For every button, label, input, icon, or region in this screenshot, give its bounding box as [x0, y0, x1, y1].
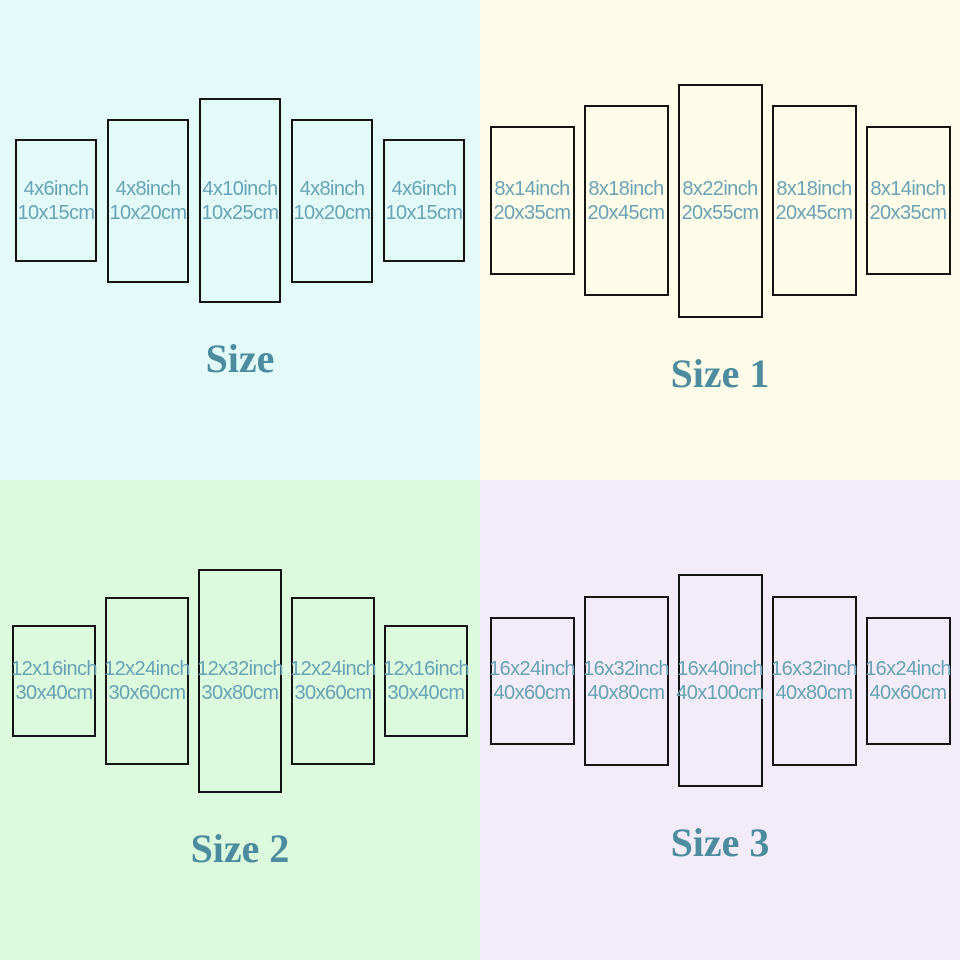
panel: 4x8inch 10x20cm	[291, 118, 373, 283]
quadrant-size-2: 12x16inch 30x40cm 12x24inch 30x60cm 12x3…	[0, 480, 480, 960]
panel-row: 8x14inch 20x35cm 8x18inch 20x45cm 8x22in…	[489, 83, 951, 318]
panel: 12x24inch 30x60cm	[104, 596, 191, 765]
panel-size-cm: 20x45cm	[587, 201, 666, 224]
panel-label: 8x14inch 20x35cm	[493, 177, 572, 225]
panel-label: 16x40inch 40x100cm	[676, 657, 764, 705]
panel-size-cm: 10x25cm	[201, 201, 280, 224]
panel-size-cm: 30x40cm	[387, 681, 466, 704]
panel-label: 12x24inch 30x60cm	[104, 657, 190, 705]
panel: 16x40inch 40x100cm	[676, 574, 764, 787]
panel-label: 8x22inch 20x55cm	[681, 177, 760, 225]
panel: 16x32inch 40x80cm	[771, 595, 858, 766]
panel-size-inch: 16x32inch	[583, 657, 669, 680]
panel-label: 16x32inch 40x80cm	[771, 657, 857, 705]
panel-label: 4x6inch 10x15cm	[385, 177, 464, 225]
panel-label: 4x8inch 10x20cm	[109, 177, 188, 225]
panel-size-cm: 40x60cm	[493, 681, 572, 704]
panel-size-inch: 8x18inch	[776, 177, 852, 200]
panel: 8x22inch 20x55cm	[677, 83, 763, 318]
panel-size-inch: 4x6inch	[23, 177, 89, 200]
panel: 8x14inch 20x35cm	[489, 126, 575, 275]
panel-size-cm: 40x80cm	[775, 681, 854, 704]
panel-label: 8x18inch 20x45cm	[775, 177, 854, 225]
panel: 12x24inch 30x60cm	[290, 596, 377, 765]
panel: 16x24inch 40x60cm	[865, 616, 952, 745]
panel-label: 12x16inch 30x40cm	[11, 657, 97, 705]
panel-size-inch: 16x24inch	[865, 657, 951, 680]
panel-size-cm: 20x35cm	[493, 201, 572, 224]
panel-label: 4x6inch 10x15cm	[17, 177, 96, 225]
panel-size-inch: 12x24inch	[104, 657, 190, 680]
quadrant-title: Size 1	[670, 350, 770, 396]
panel-size-cm: 40x80cm	[587, 681, 666, 704]
panel: 12x32inch 30x80cm	[197, 568, 284, 793]
panel-row: 16x24inch 40x60cm 16x32inch 40x80cm 16x4…	[489, 574, 952, 787]
panel-size-cm: 30x60cm	[108, 681, 187, 704]
panel-row: 4x6inch 10x15cm 4x8inch 10x20cm 4x10inch…	[15, 98, 465, 303]
panel-row: 12x16inch 30x40cm 12x24inch 30x60cm 12x3…	[11, 568, 470, 793]
panel: 8x14inch 20x35cm	[865, 126, 951, 275]
panel-label: 8x14inch 20x35cm	[869, 177, 948, 225]
panel: 4x6inch 10x15cm	[383, 139, 465, 262]
panel-size-cm: 10x15cm	[385, 201, 464, 224]
panel: 4x10inch 10x25cm	[199, 98, 281, 303]
panel-size-inch: 16x24inch	[489, 657, 575, 680]
panel-size-cm: 20x45cm	[775, 201, 854, 224]
panel-size-inch: 16x40inch	[677, 657, 763, 680]
panel-size-cm: 30x80cm	[201, 681, 280, 704]
quadrant-title: Size 3	[670, 820, 770, 865]
panel-size-inch: 12x16inch	[11, 657, 97, 680]
panel-size-cm: 20x35cm	[869, 201, 948, 224]
panel-size-cm: 40x60cm	[869, 681, 948, 704]
panel: 12x16inch 30x40cm	[383, 624, 470, 737]
quadrant-size-1: 8x14inch 20x35cm 8x18inch 20x45cm 8x22in…	[480, 0, 960, 480]
panel: 8x18inch 20x45cm	[583, 105, 669, 296]
panel: 8x18inch 20x45cm	[771, 105, 857, 296]
panel-label: 8x18inch 20x45cm	[587, 177, 666, 225]
panel-size-inch: 8x22inch	[682, 177, 758, 200]
panel-label: 16x24inch 40x60cm	[865, 657, 951, 705]
panel-size-inch: 8x14inch	[494, 177, 570, 200]
panel-label: 4x10inch 10x25cm	[201, 177, 280, 225]
panel-size-inch: 12x32inch	[197, 657, 283, 680]
quadrant-size: 4x6inch 10x15cm 4x8inch 10x20cm 4x10inch…	[0, 0, 480, 480]
panel-size-inch: 8x18inch	[588, 177, 664, 200]
panel-size-inch: 4x10inch	[202, 177, 278, 200]
panel-size-cm: 30x60cm	[294, 681, 373, 704]
panel-size-inch: 16x32inch	[771, 657, 857, 680]
panel: 16x32inch 40x80cm	[583, 595, 670, 766]
panel-label: 16x24inch 40x60cm	[489, 657, 575, 705]
panel-size-cm: 10x20cm	[293, 201, 372, 224]
panel-size-cm: 20x55cm	[681, 201, 760, 224]
panel-label: 12x16inch 30x40cm	[383, 657, 469, 705]
quadrant-title: Size 2	[190, 825, 290, 871]
panel-size-cm: 30x40cm	[15, 681, 94, 704]
panel-size-inch: 4x8inch	[115, 177, 181, 200]
panel-size-inch: 4x6inch	[391, 177, 457, 200]
panel: 4x6inch 10x15cm	[15, 139, 97, 262]
panel-size-cm: 40x100cm	[676, 681, 764, 704]
panel-size-inch: 4x8inch	[299, 177, 365, 200]
panel-label: 4x8inch 10x20cm	[293, 177, 372, 225]
quadrant-size-3: 16x24inch 40x60cm 16x32inch 40x80cm 16x4…	[480, 480, 960, 960]
panel-size-inch: 12x24inch	[290, 657, 376, 680]
panel: 16x24inch 40x60cm	[489, 616, 576, 745]
panel-size-inch: 8x14inch	[870, 177, 946, 200]
panel-label: 12x32inch 30x80cm	[197, 657, 283, 705]
panel-size-cm: 10x20cm	[109, 201, 188, 224]
panel: 4x8inch 10x20cm	[107, 118, 189, 283]
quadrant-title: Size	[205, 336, 275, 381]
panel-size-inch: 12x16inch	[383, 657, 469, 680]
panel-size-cm: 10x15cm	[17, 201, 96, 224]
panel: 12x16inch 30x40cm	[11, 624, 98, 737]
panel-label: 16x32inch 40x80cm	[583, 657, 669, 705]
panel-label: 12x24inch 30x60cm	[290, 657, 376, 705]
